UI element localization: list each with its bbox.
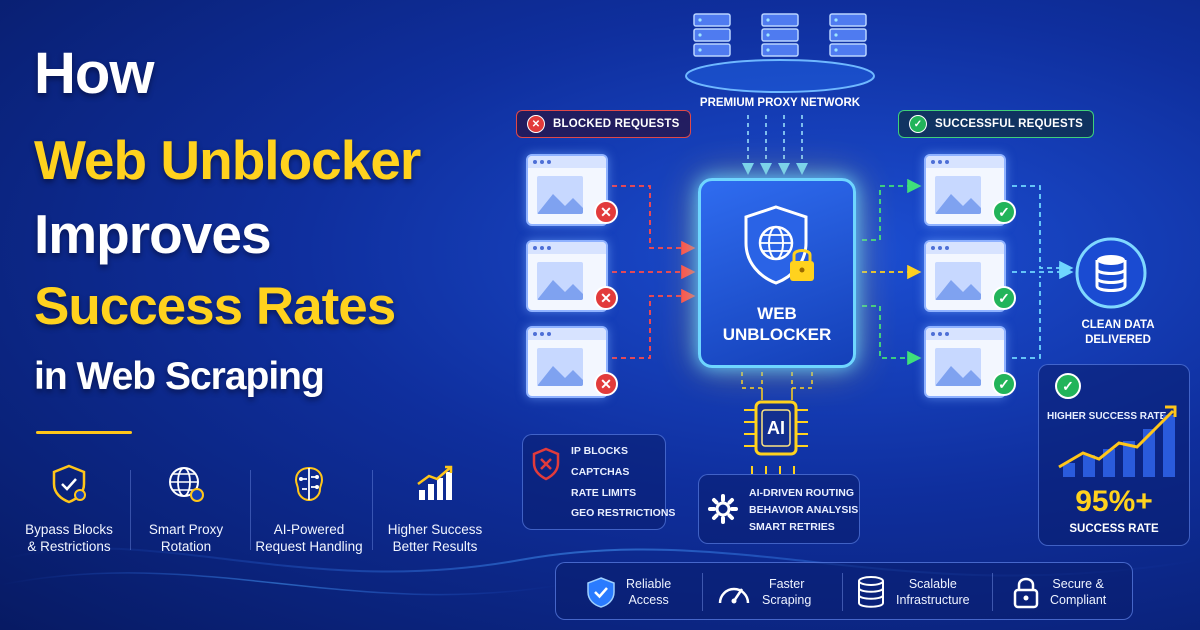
check-circle-icon: ✓ — [992, 286, 1016, 310]
blocked-requests-label: ✕ BLOCKED REQUESTS — [516, 110, 691, 138]
headline-line-1: How — [34, 41, 154, 106]
shield-globe-lock-icon — [744, 205, 814, 285]
image-placeholder-icon — [935, 366, 981, 386]
block-type-item: RATE LIMITS — [571, 487, 637, 499]
headline-line-3: Improves — [34, 203, 272, 265]
speedometer-icon — [718, 587, 750, 604]
x-circle-icon: ✕ — [594, 372, 618, 396]
benefit-label: Scalable — [908, 577, 957, 591]
database-icon — [858, 576, 884, 608]
image-placeholder-icon — [537, 280, 583, 300]
ai-feature-item: AI-DRIVEN ROUTING — [749, 487, 854, 499]
padlock-icon — [1013, 577, 1039, 609]
successful-request-window — [924, 154, 1006, 226]
benefit-label: Access — [628, 593, 669, 607]
image-placeholder-icon — [935, 194, 981, 214]
x-circle-icon: ✕ — [527, 115, 545, 133]
feature-separator — [250, 470, 251, 550]
feature-bypass-blocks: Bypass Blocks & Restrictions — [10, 462, 128, 555]
shield-x-icon — [532, 447, 560, 481]
image-placeholder-icon — [537, 366, 583, 386]
growth-chart-icon — [1058, 405, 1177, 477]
feature-separator — [130, 470, 131, 550]
server-icon — [693, 13, 867, 57]
clean-data-line-2: DELIVERED — [1085, 334, 1151, 346]
benefit-label: Infrastructure — [896, 593, 970, 607]
core-label-line-1: WEB — [757, 304, 797, 323]
block-types-panel: IP BLOCKS CAPTCHAS RATE LIMITS GEO RESTR… — [522, 434, 675, 530]
proxy-network-label: PREMIUM PROXY NETWORK — [699, 97, 861, 109]
block-type-item: IP BLOCKS — [571, 445, 628, 457]
block-type-item: CAPTCHAS — [571, 466, 630, 478]
check-circle-icon: ✓ — [992, 372, 1016, 396]
check-circle-icon: ✓ — [992, 200, 1016, 224]
ai-chip-label: AI — [767, 418, 785, 438]
ai-feature-item: BEHAVIOR ANALYSIS — [749, 504, 859, 516]
feature-label: Bypass Blocks — [25, 522, 113, 537]
benefit-label: Reliable — [626, 577, 672, 591]
benefit-label: Secure & — [1052, 577, 1104, 591]
growth-chart-icon — [417, 465, 453, 500]
benefit-separator — [992, 573, 993, 611]
ai-features-panel: AI-DRIVEN ROUTING BEHAVIOR ANALYSIS SMAR… — [698, 474, 860, 544]
block-type-item: GEO RESTRICTIONS — [571, 507, 676, 519]
benefit-label: Faster — [768, 577, 805, 591]
feature-label: Rotation — [160, 539, 212, 554]
successful-request-window — [924, 240, 1006, 312]
feature-label: Smart Proxy — [148, 522, 224, 537]
success-rate-caption: SUCCESS RATE — [1069, 523, 1159, 535]
benefit-label: Scraping — [762, 593, 812, 607]
feature-label: Higher Success — [387, 522, 483, 537]
feature-label: & Restrictions — [27, 539, 111, 554]
image-placeholder-icon — [935, 280, 981, 300]
success-rate-value: 95%+ — [1075, 485, 1153, 518]
feature-higher-success: Higher Success Better Results — [376, 462, 494, 555]
pill-text: BLOCKED REQUESTS — [553, 118, 680, 130]
headline-line-2: Web Unblocker — [34, 129, 421, 191]
pill-text: SUCCESSFUL REQUESTS — [935, 118, 1083, 130]
ai-brain-icon — [294, 466, 324, 502]
feature-label: AI-Powered — [273, 522, 345, 537]
benefit-label: Compliant — [1050, 593, 1107, 607]
clean-data-label: CLEAN DATA DELIVERED — [1066, 318, 1170, 348]
check-circle-icon: ✓ — [909, 115, 927, 133]
benefit-secure-compliant: Secure & Compliant — [1012, 563, 1106, 621]
shield-check-icon — [587, 577, 615, 608]
shield-check-icon — [52, 464, 86, 504]
core-label-line-2: UNBLOCKER — [722, 325, 832, 344]
feature-smart-proxy: Smart Proxy Rotation — [127, 462, 245, 555]
x-circle-icon: ✕ — [594, 286, 618, 310]
web-unblocker-core: WEB UNBLOCKER — [698, 178, 856, 368]
feature-label: Request Handling — [255, 539, 363, 554]
proxy-server-group — [685, 13, 875, 93]
feature-separator — [372, 470, 373, 550]
headline-line-5: in Web Scraping — [34, 355, 325, 398]
image-placeholder-icon — [537, 194, 583, 214]
globe-rotation-icon — [169, 467, 204, 502]
ai-feature-item: SMART RETRIES — [749, 521, 835, 533]
database-icon — [1075, 237, 1147, 309]
success-rate-panel: ✓ HIGHER SUCCESS RATE 95%+ SUCCESS RATE — [1038, 364, 1190, 546]
gear-icon — [708, 494, 738, 524]
benefit-separator — [842, 573, 843, 611]
clean-data-line-1: CLEAN DATA — [1081, 319, 1155, 331]
success-rate-heading: HIGHER SUCCESS RATE — [1047, 411, 1167, 422]
x-circle-icon: ✕ — [594, 200, 618, 224]
title-divider — [36, 431, 132, 434]
feature-ai-powered: AI-Powered Request Handling — [250, 462, 368, 555]
check-circle-icon: ✓ — [1055, 373, 1081, 399]
ai-chip-icon — [744, 400, 808, 456]
successful-requests-label: ✓ SUCCESSFUL REQUESTS — [898, 110, 1094, 138]
benefit-separator — [702, 573, 703, 611]
feature-label: Better Results — [392, 539, 478, 554]
headline-line-4: Success Rates — [34, 277, 396, 336]
